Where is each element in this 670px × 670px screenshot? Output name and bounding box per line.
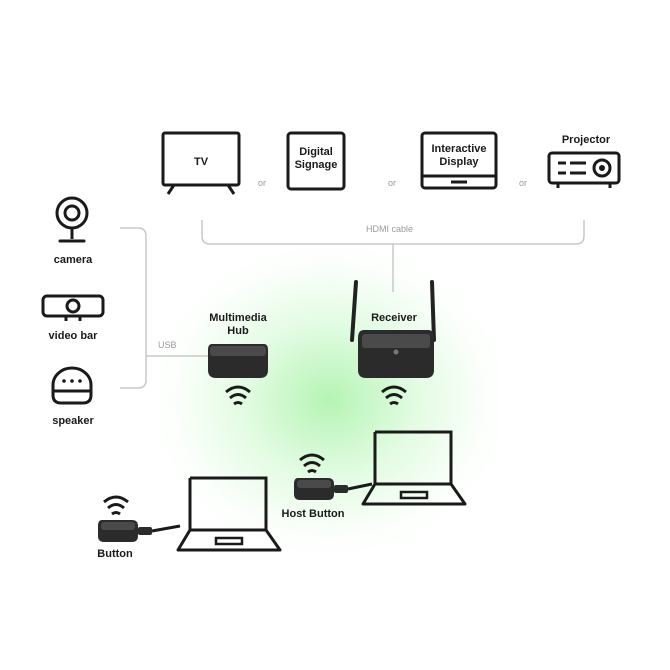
or-label: or	[519, 178, 528, 188]
interactive-display-icon	[420, 131, 498, 190]
hdmi-cable-label: HDMI cable	[366, 224, 414, 234]
camera-icon	[55, 196, 89, 243]
tv-label: TV	[193, 156, 209, 168]
projector-icon	[547, 151, 621, 188]
host-button-device	[294, 478, 373, 500]
tv-icon	[161, 131, 241, 195]
interactive-display-label-line2: Display	[439, 156, 479, 168]
wifi-icon	[299, 453, 325, 474]
or-label: or	[388, 178, 397, 188]
speaker-label: speaker	[52, 415, 94, 427]
button-device	[98, 520, 181, 542]
digital-signage-label-line1: Digital	[299, 146, 333, 158]
projector-label: Projector	[561, 134, 611, 146]
digital-signage-icon	[286, 131, 346, 191]
or-label: or	[258, 178, 267, 188]
video-bar-label: video bar	[48, 330, 98, 342]
usb-cable-line	[120, 227, 147, 389]
camera-label: camera	[53, 254, 93, 266]
host-button-label: Host Button	[281, 508, 345, 520]
receiver-label: Receiver	[371, 312, 417, 324]
hub-label-line2: Hub	[227, 325, 249, 337]
button-label: Button	[97, 548, 133, 560]
receiver-device	[350, 280, 436, 378]
usb-label: USB	[158, 340, 177, 350]
laptop-icon	[361, 430, 467, 506]
wifi-icon	[381, 385, 407, 406]
hub-label-line1: Multimedia	[209, 312, 267, 324]
laptop-icon	[176, 476, 282, 552]
video-bar-icon	[41, 294, 105, 321]
wireless-glow	[160, 250, 500, 550]
interactive-display-label-line1: Interactive	[431, 143, 487, 155]
digital-signage-label-line2: Signage	[294, 159, 338, 171]
wifi-icon	[225, 385, 251, 406]
speaker-icon	[51, 366, 93, 405]
multimedia-hub-device	[208, 344, 268, 378]
wifi-icon	[103, 495, 129, 516]
